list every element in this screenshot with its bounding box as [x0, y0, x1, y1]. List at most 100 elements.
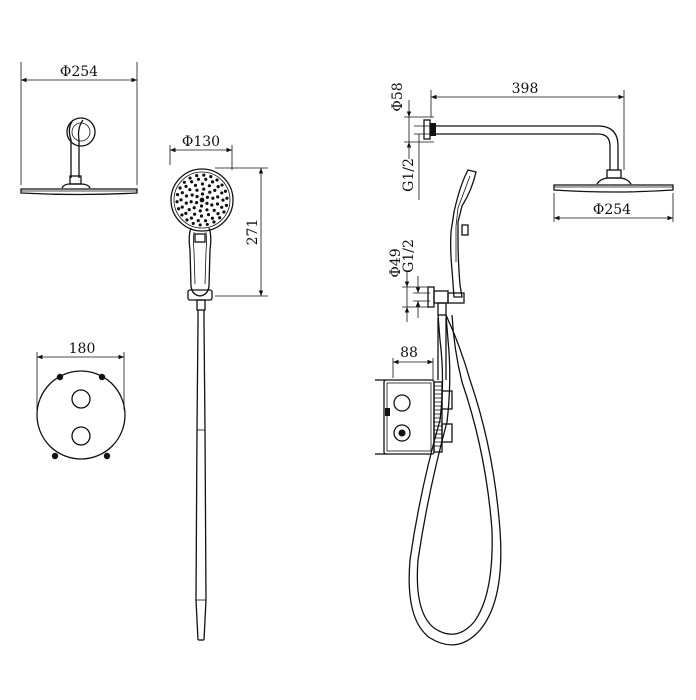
hand-holder [187, 289, 213, 301]
dim-label-arm-thread: G1/2 [401, 158, 417, 192]
nozzle-dot [190, 193, 194, 197]
side-head-connector [606, 169, 622, 179]
nozzle-dot [198, 209, 202, 213]
side-shower-arm [436, 125, 619, 170]
nozzle-dot [184, 184, 188, 189]
nozzle-dot [184, 201, 188, 205]
riser-pipe [437, 318, 447, 380]
side-outlet-flange [427, 286, 435, 308]
nozzle-dot [175, 193, 180, 197]
side-hand-shower-body [450, 169, 477, 298]
dim-label-hand-diameter: Φ130 [182, 134, 220, 150]
nozzle-dot [209, 174, 213, 179]
nozzle-dot [180, 205, 184, 209]
nozzle-dot [195, 188, 199, 192]
nozzle-dot [184, 194, 189, 198]
nozzle-dot [216, 184, 220, 189]
nozzle-dot [202, 187, 206, 191]
nozzle-dot [206, 213, 211, 217]
side-holder [447, 292, 465, 304]
nozzle-dot [220, 191, 224, 195]
nozzle-dot [203, 219, 208, 223]
nozzle-dot [202, 173, 206, 177]
nozzle-dot [200, 182, 205, 186]
nozzle-dot [199, 214, 204, 218]
nozzle-dot [223, 189, 228, 193]
side-shower-hose-inner [416, 314, 493, 635]
nozzle-dot [193, 183, 198, 187]
nozzle-dot [215, 202, 220, 206]
nozzle-dot [216, 195, 220, 199]
nozzle-dot [180, 191, 184, 195]
nozzle-dot [218, 216, 222, 220]
nozzle-dot [182, 180, 186, 184]
valve-handle-upper [441, 390, 453, 410]
nozzle-dot [212, 208, 216, 212]
front-hand-shower: Φ130 271 [169, 134, 268, 641]
nozzle-dot [200, 192, 205, 196]
nozzle-dot [220, 183, 224, 187]
nozzle-dot [192, 206, 196, 210]
nozzle-dot [216, 211, 220, 216]
shower-hose [195, 321, 207, 641]
nozzle-dot [196, 177, 201, 181]
nozzle-dot [176, 207, 181, 211]
nozzle-dot [199, 204, 204, 208]
dim-label-hand-length: 271 [245, 219, 261, 246]
shower-head-plate [20, 188, 138, 196]
front-valve-plate: 180 [36, 341, 126, 460]
wall-flange [66, 117, 96, 147]
nozzle-dot [179, 198, 183, 202]
handle-button [194, 233, 206, 243]
nozzle-dot [215, 178, 219, 182]
nozzle-dot [205, 208, 209, 212]
nozzle-dot [191, 221, 195, 226]
nozzle-pattern [175, 173, 229, 227]
nozzle-dot [187, 208, 191, 212]
hand-shower-face [170, 168, 234, 232]
dim-label-box-depth: 88 [400, 345, 418, 361]
nozzle-dot [178, 186, 182, 190]
hand-shower-handle [188, 227, 212, 297]
nozzle-dot [175, 200, 179, 204]
dim-label-arm-length: 398 [512, 81, 539, 97]
side-outlet-elbow [433, 290, 449, 304]
nozzle-dot [210, 216, 214, 220]
nozzle-dot [195, 195, 199, 199]
shower-arm [68, 119, 84, 178]
dim-label-head-diameter: Φ254 [60, 64, 98, 80]
screw-bottom-right [103, 452, 111, 460]
side-wall-flange [423, 119, 431, 140]
nozzle-dot [220, 205, 224, 209]
holder-outlet [196, 299, 206, 311]
nozzle-dot [193, 212, 197, 216]
nozzle-dot [222, 210, 226, 214]
dim-label-flange-diameter: Φ58 [390, 82, 406, 111]
nozzle-dot [184, 211, 188, 216]
nozzle-dot [221, 198, 225, 202]
plate-ribs [434, 385, 442, 447]
dim-label-side-head: Φ254 [593, 202, 631, 218]
nozzle-dot [180, 213, 184, 217]
valve-face-plate [433, 381, 443, 453]
nozzle-dot [189, 200, 193, 204]
screw-top-left [56, 373, 64, 381]
valve-handle-lower [441, 423, 453, 443]
nozzle-dot [198, 223, 202, 227]
screw-top-right [98, 373, 106, 381]
nozzle-dot [204, 177, 208, 181]
upper-handle [71, 389, 91, 409]
nozzle-dot [194, 200, 199, 205]
nozzle-dot [190, 180, 194, 184]
nozzle-dot [212, 220, 216, 224]
nozzle-dot [224, 203, 229, 207]
nozzle-dot [205, 222, 209, 227]
dim-label-outlet-diameter: Φ49 [388, 248, 404, 277]
nozzle-dot [205, 195, 210, 200]
lower-handle [71, 426, 91, 446]
side-hand-shower: Φ49 G1/2 [388, 169, 502, 646]
nozzle-dot [211, 180, 215, 184]
side-overhead-shower: Φ58 G1/2 398 Φ254 [390, 81, 674, 222]
nozzle-dot [211, 196, 215, 200]
